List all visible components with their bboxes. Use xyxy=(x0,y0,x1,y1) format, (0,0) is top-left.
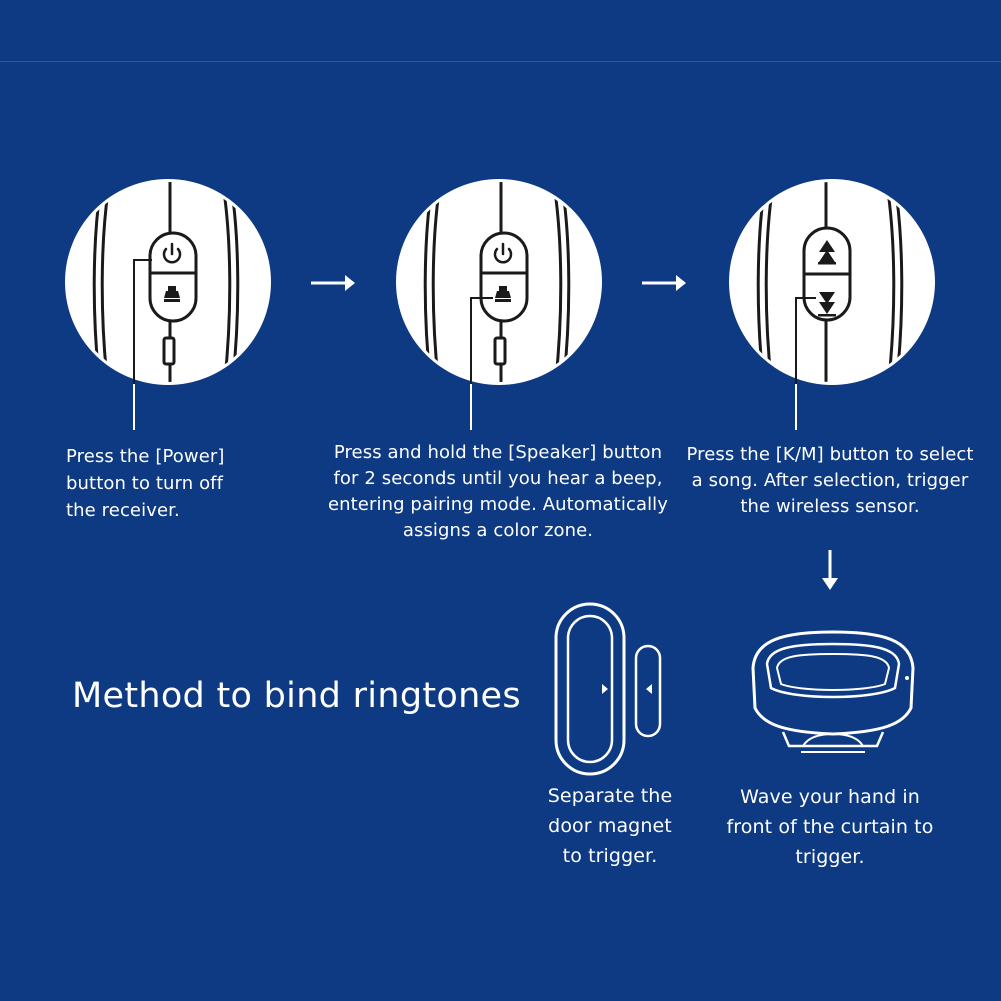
speaker-icon xyxy=(164,286,180,302)
curtain-motion-sensor-illustration xyxy=(743,628,923,760)
power-icon xyxy=(162,242,182,264)
step-1-power-illustration xyxy=(62,178,274,430)
door-magnet-sensor-illustration xyxy=(554,602,670,778)
arrow-down-icon xyxy=(819,548,841,596)
speaker-icon xyxy=(495,286,511,302)
page-title: Method to bind ringtones xyxy=(72,676,521,716)
curtain-sensor-caption: Wave your hand in front of the curtain t… xyxy=(726,786,934,868)
door-magnet-caption: Separate the door magnet to trigger. xyxy=(547,785,673,867)
header-divider xyxy=(0,61,1001,62)
arrow-right-icon xyxy=(640,272,688,298)
step-3-km-illustration xyxy=(726,178,938,430)
arrow-right-icon xyxy=(309,272,357,298)
power-icon xyxy=(493,242,513,264)
skip-up-icon xyxy=(818,240,836,265)
step-2-caption: Press and hold the [Speaker] button for … xyxy=(327,442,669,541)
step-2-speaker-illustration xyxy=(393,178,605,430)
step-3-caption: Press the [K/M] button to select a song.… xyxy=(686,444,974,517)
step-1-caption: Press the [Power] button to turn off the… xyxy=(66,446,225,521)
skip-down-icon xyxy=(818,292,836,317)
